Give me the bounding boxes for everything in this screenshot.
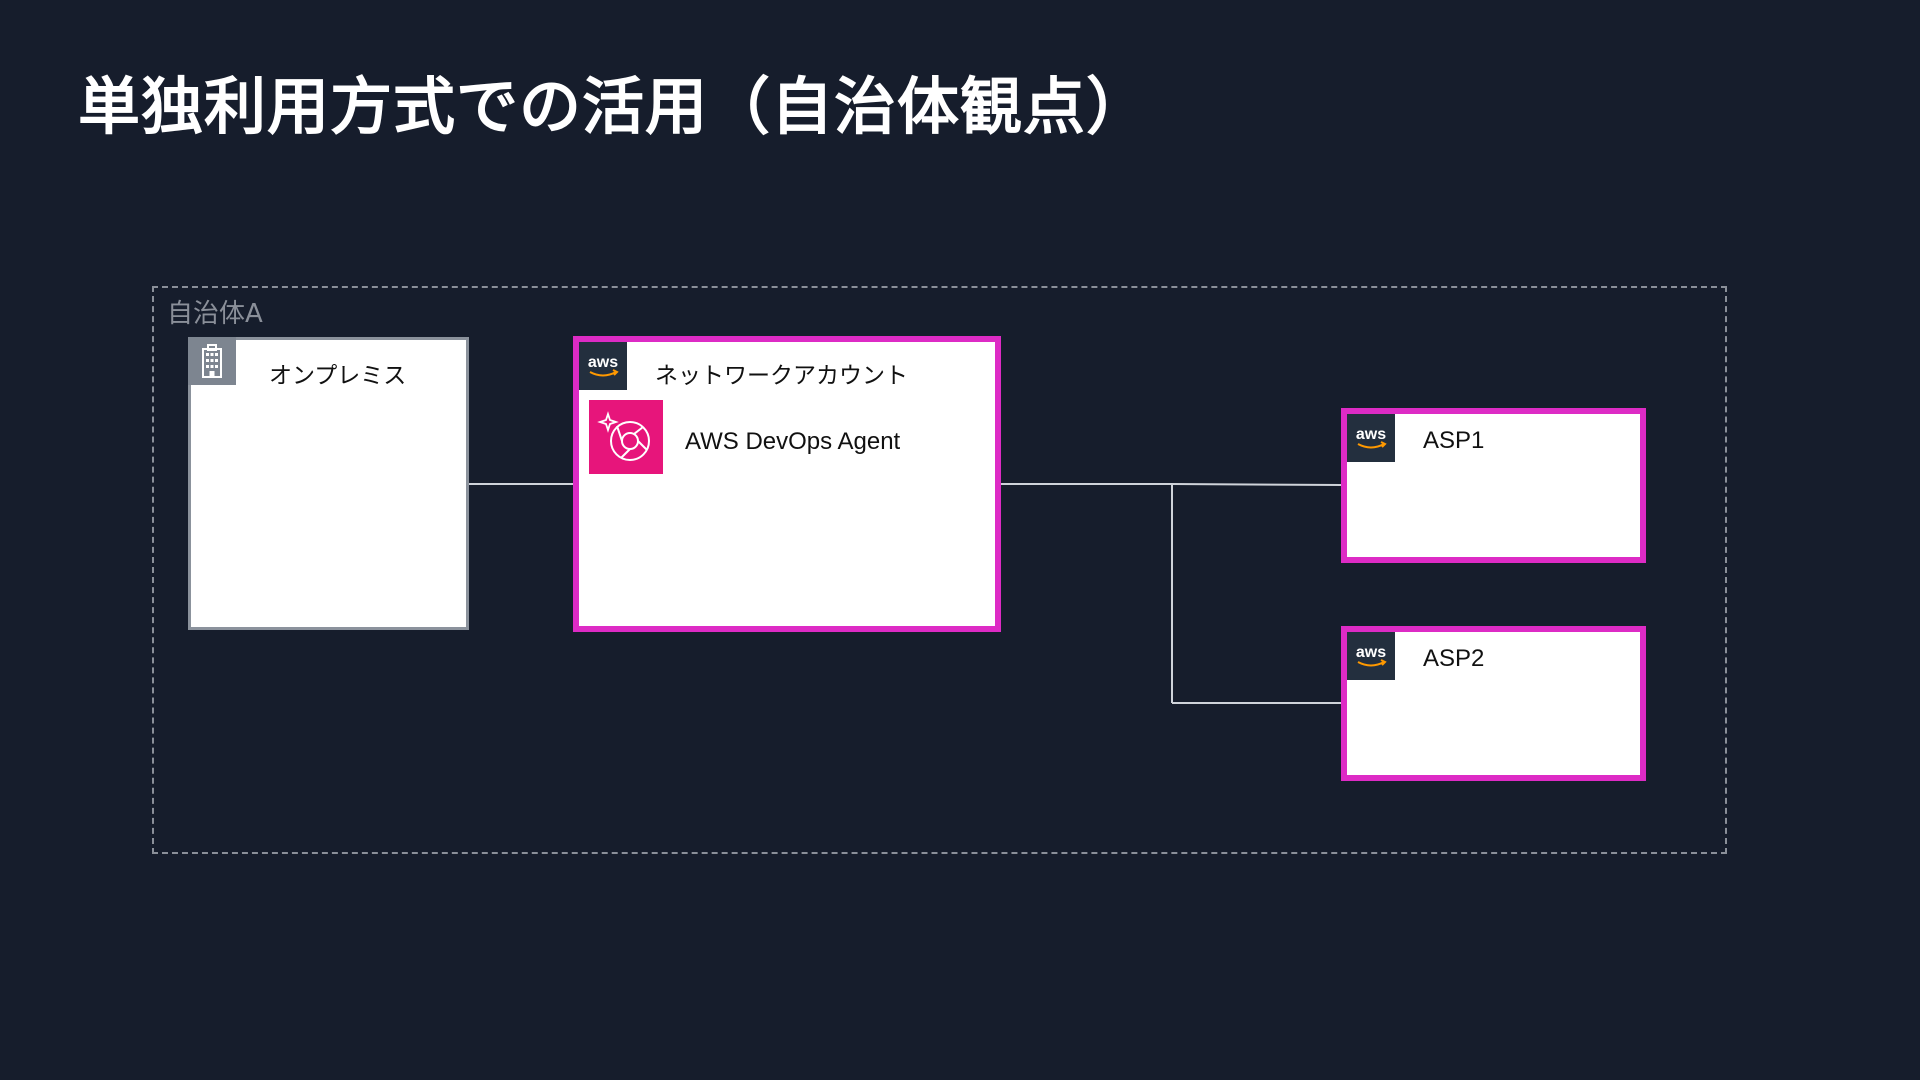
asp2-box[interactable]: aws ASP2 [1341, 626, 1646, 781]
aws-logo-icon: aws [1347, 632, 1395, 680]
page-title: 単独利用方式での活用（自治体観点） [78, 70, 1150, 143]
asp1-box[interactable]: aws ASP1 [1341, 408, 1646, 563]
network-account-label: ネットワークアカウント [655, 363, 908, 389]
asp2-label: ASP2 [1423, 645, 1485, 672]
connector-junction-asp1 [1171, 483, 1342, 486]
svg-text:aws: aws [1356, 644, 1386, 661]
svg-text:aws: aws [1356, 426, 1386, 443]
network-account-box[interactable]: aws ネットワークアカウント AWS DevOps Agent [573, 336, 1001, 632]
onprem-box[interactable]: オンプレミス [188, 337, 469, 630]
devops-agent-icon [589, 400, 663, 474]
svg-text:aws: aws [588, 354, 618, 371]
aws-logo-icon: aws [579, 342, 627, 390]
aws-logo-icon: aws [1347, 414, 1395, 462]
group-boundary [152, 286, 1727, 854]
group-label: 自治体A [167, 299, 263, 329]
building-icon [188, 337, 236, 385]
onprem-label: オンプレミス [269, 363, 407, 389]
devops-agent-label: AWS DevOps Agent [685, 428, 901, 455]
asp1-label: ASP1 [1423, 427, 1485, 454]
